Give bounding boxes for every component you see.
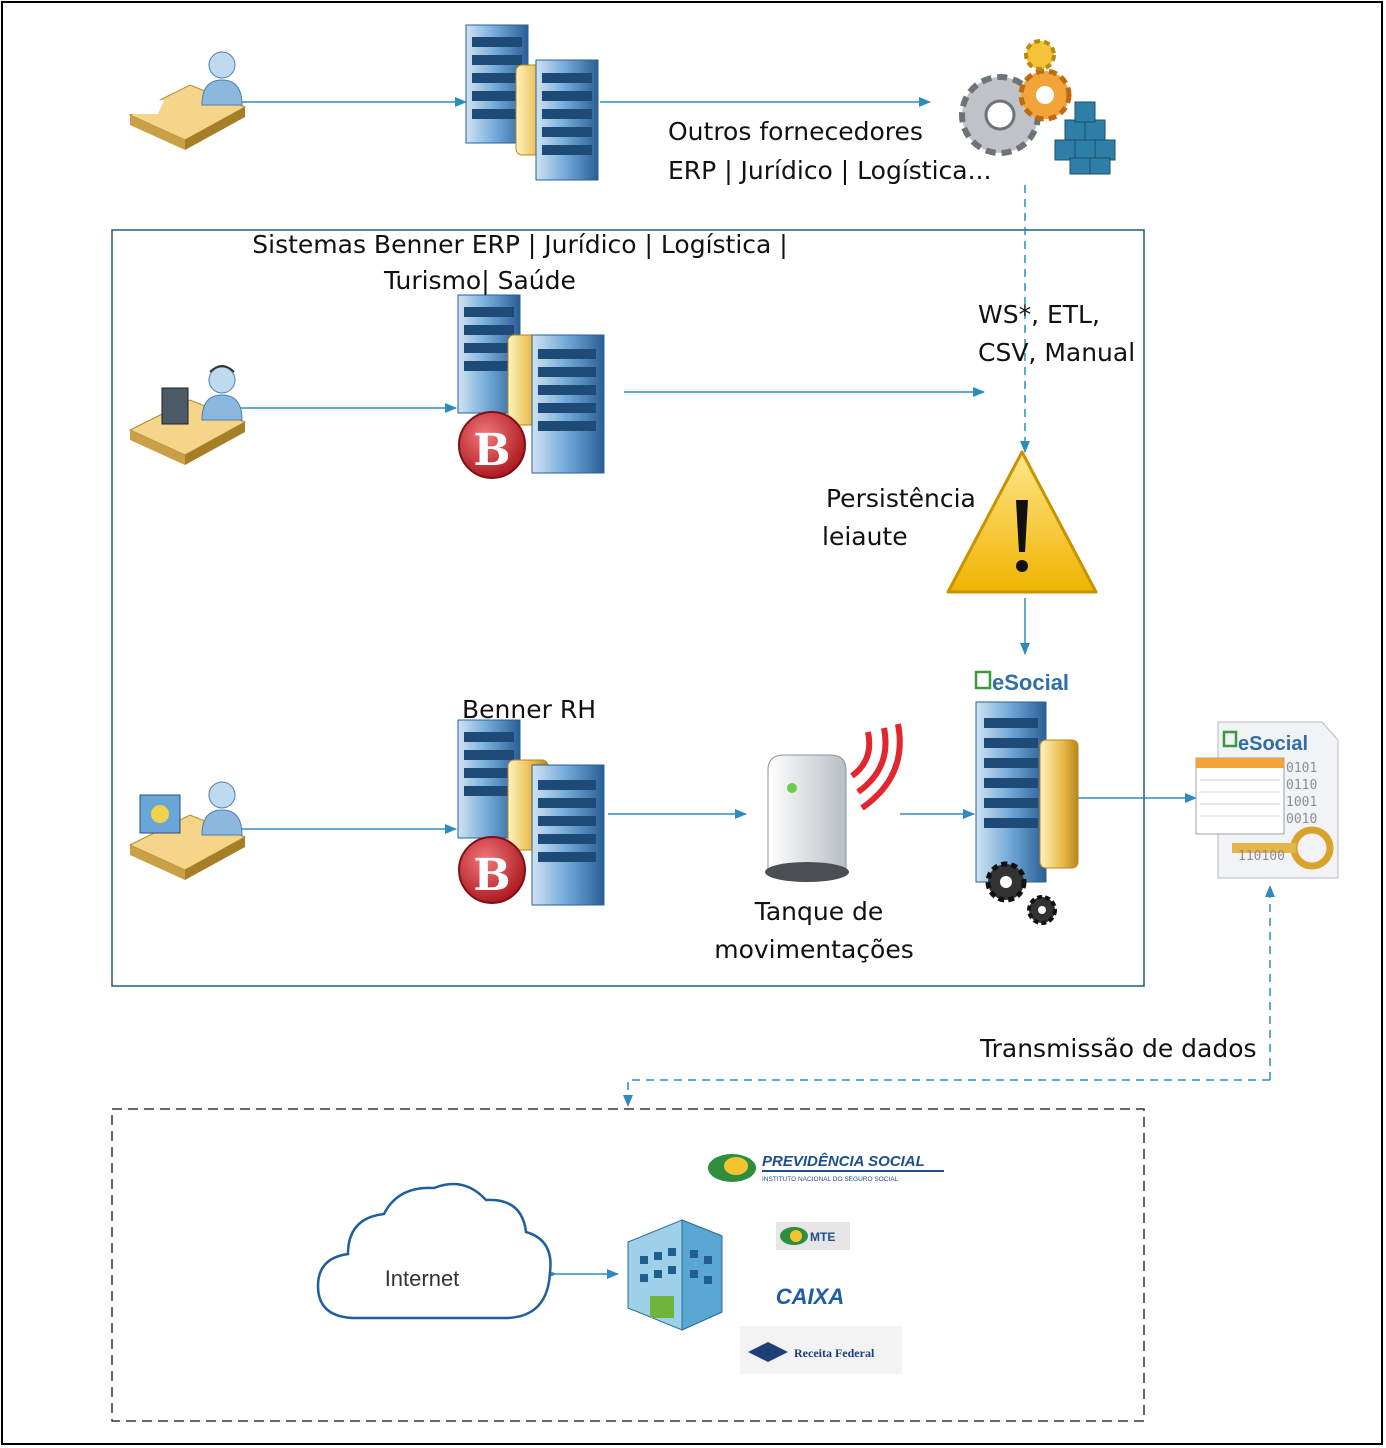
previdencia-sub-label: INSTITUTO NACIONAL DO SEGURO SOCIAL (762, 1176, 899, 1183)
benner-rh-label: Benner RH (462, 695, 596, 724)
svg-text:0010: 0010 (1286, 812, 1317, 827)
esocial-server-logo: eSocial (992, 670, 1069, 695)
transmission-label: Transmissão de dados (980, 1034, 1257, 1063)
movement-tank-icon (765, 723, 903, 882)
warning-icon (946, 450, 1098, 594)
integration-label-line2: CSV, Manual (978, 338, 1136, 367)
internet-label: Internet (385, 1266, 460, 1291)
benner-systems-container (111, 229, 1145, 987)
other-vendors-label-line1: Outros fornecedores (668, 117, 923, 146)
other-vendors-label-line2: ERP | Jurídico | Logística... (668, 156, 992, 185)
receita-label: Receita Federal (794, 1346, 875, 1360)
previdencia-logo (708, 1154, 756, 1182)
esocial-document-logo: eSocial (1238, 733, 1308, 755)
previdencia-label: PREVIDÊNCIA SOCIAL (762, 1152, 925, 1170)
internet-cloud-icon (316, 1182, 552, 1320)
user-desk-icon-1 (127, 51, 247, 150)
benner-server-icon-2 (457, 719, 605, 906)
esocial-server-icon (974, 670, 1079, 925)
government-building-icon (627, 1219, 723, 1331)
benner-badge-1: B (473, 425, 510, 476)
benner-systems-label-line1: Sistemas Benner ERP | Jurídico | Logísti… (252, 230, 788, 259)
user-computer-icon-2 (128, 365, 247, 465)
persistence-label-line2: leiaute (822, 522, 908, 551)
benner-systems-label-line2: Turismo| Saúde (384, 266, 576, 295)
svg-text:110100: 110100 (1238, 849, 1285, 864)
benner-server-icon-1 (457, 294, 605, 479)
tank-label-line2: movimentações (714, 935, 914, 964)
benner-badge-2: B (473, 850, 510, 901)
gears-cubes-icon (959, 39, 1116, 175)
persistence-label-line1: Persistência (826, 484, 976, 513)
svg-text:0110: 0110 (1286, 778, 1317, 793)
server-cluster-icon-1 (465, 24, 599, 181)
mte-label: MTE (810, 1230, 835, 1244)
caixa-label: CAIXA (776, 1284, 844, 1309)
tank-label-line1: Tanque de (754, 897, 884, 926)
svg-text:0101: 0101 (1286, 761, 1317, 776)
esocial-document-icon (1195, 721, 1339, 879)
connector-transmission-down (623, 1079, 1270, 1107)
integration-label-line1: WS*, ETL, (978, 300, 1100, 329)
government-container (111, 1108, 1145, 1422)
svg-text:1001: 1001 (1286, 795, 1317, 810)
binary-text: 0101 0110 1001 0010 110100 (1238, 761, 1317, 864)
user-computer-icon-3 (128, 781, 247, 880)
